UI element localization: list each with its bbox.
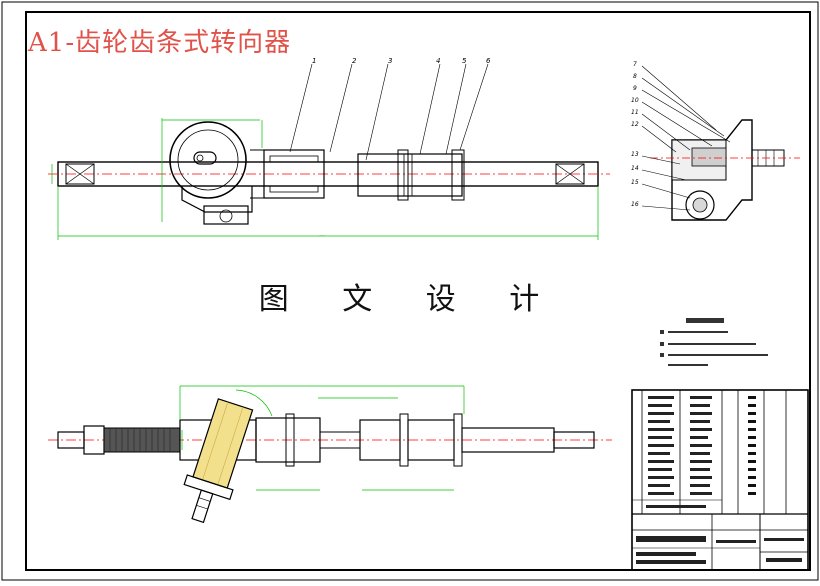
bottom-view: [48, 385, 612, 524]
side-view: [641, 65, 800, 221]
part-label: 15: [631, 179, 639, 186]
part-label: 10: [631, 97, 639, 104]
drawing-title: A1-齿轮齿条式转向器: [28, 28, 292, 58]
part-label: 9: [633, 85, 637, 92]
part-label: 2: [352, 57, 357, 65]
parts-list-numbers: [748, 396, 756, 495]
part-label: 13: [631, 151, 639, 158]
parts-list-entries: [636, 396, 804, 564]
pinion-housing: [183, 398, 254, 524]
inner-frame: [25, 11, 811, 571]
tech-notes: [660, 318, 768, 366]
top-view: ---: [48, 63, 610, 240]
part-label: 14: [631, 165, 639, 172]
part-label: 8: [633, 73, 637, 80]
part-labels: 1 2 3 4 5 6: [312, 57, 491, 65]
part-label: 12: [631, 121, 639, 128]
parts-list-table: [631, 389, 809, 571]
svg-text:---: ---: [319, 233, 325, 239]
part-label: 11: [631, 109, 639, 116]
dimension-lines: [179, 385, 465, 491]
part-label: 3: [388, 57, 392, 65]
part-label: 5: [462, 57, 467, 65]
part-label: 16: [631, 201, 639, 208]
part-label: 1: [312, 57, 316, 65]
center-caption: 图 文 设 计: [258, 282, 562, 317]
part-label: 4: [436, 57, 440, 65]
dimension-lines: [51, 118, 599, 240]
part-label: 6: [486, 57, 491, 65]
side-part-labels: 7 8 9 10 11 12 13 14 15 16: [631, 61, 639, 208]
part-label: 7: [633, 61, 637, 68]
